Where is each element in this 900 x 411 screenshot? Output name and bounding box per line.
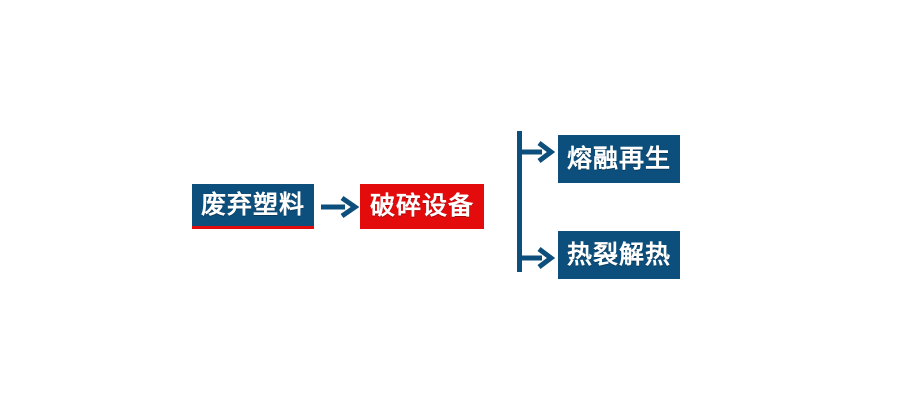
diagram-title: 废弃塑料处理流程图 — [0, 21, 1, 22]
node-waste-plastic-label: 废弃塑料 — [200, 190, 305, 219]
arrow-right-icon — [318, 188, 362, 226]
node-crushing-equipment[interactable]: 破碎设备 — [360, 184, 484, 229]
node-melt-regeneration[interactable]: 熔融再生 — [558, 135, 680, 183]
node-crushing-equipment-label: 破碎设备 — [369, 192, 474, 220]
node-melt-regeneration-label: 熔融再生 — [566, 144, 671, 173]
node-pyrolysis-label: 热裂解热 — [566, 240, 671, 269]
bracket-split-arrows-icon — [506, 124, 564, 284]
node-pyrolysis[interactable]: 热裂解热 — [558, 231, 680, 279]
node-waste-plastic[interactable]: 废弃塑料 — [192, 184, 314, 229]
